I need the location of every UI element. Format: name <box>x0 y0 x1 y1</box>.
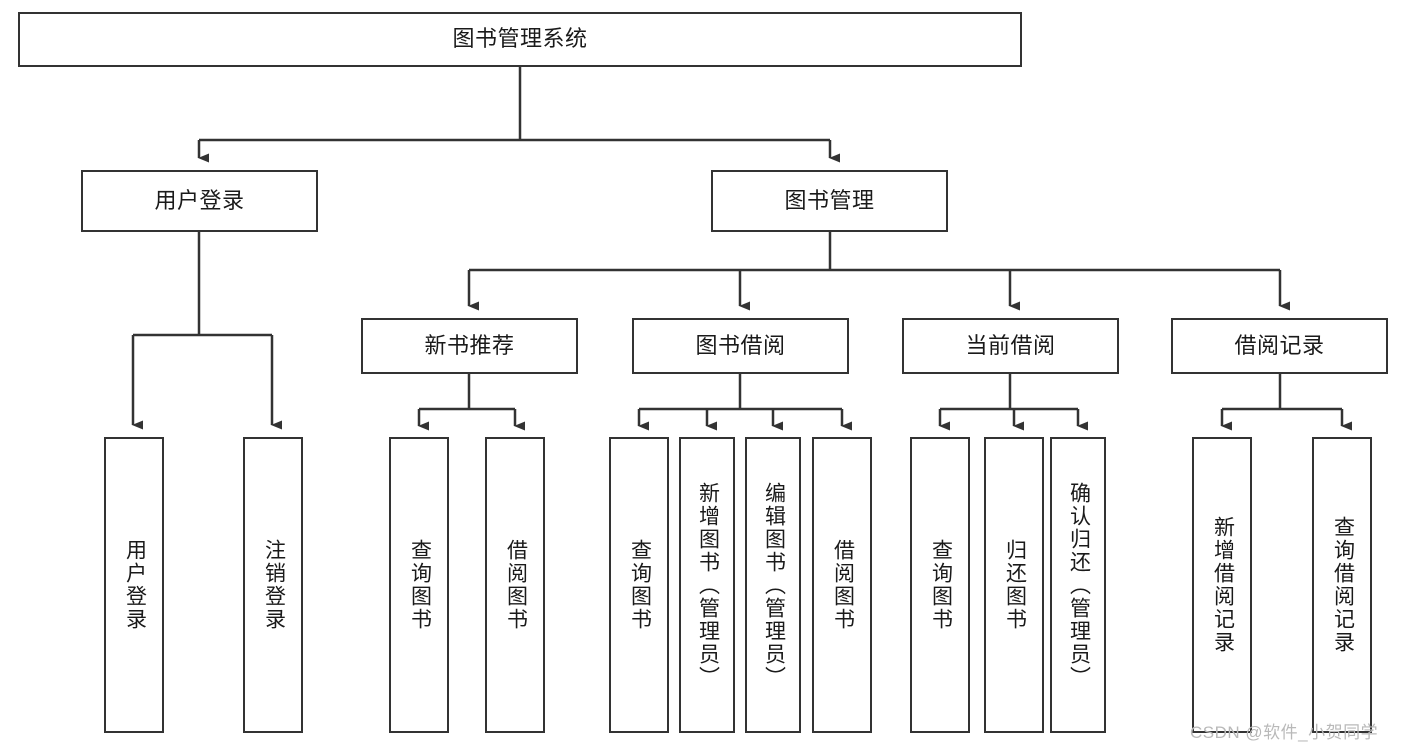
node-label: 用户登录 <box>154 187 245 213</box>
node-user-login[interactable]: 用户登录 <box>81 170 318 232</box>
node-label: 查询借阅记录 <box>1331 516 1355 654</box>
node-new-book-recommend[interactable]: 新书推荐 <box>361 318 578 374</box>
node-leaf-query-book-1[interactable]: 查询图书 <box>389 437 449 733</box>
node-label: 查询图书 <box>929 539 953 631</box>
node-label: 借阅图书 <box>504 539 528 631</box>
node-label: 借阅记录 <box>1234 332 1325 358</box>
node-leaf-query-book-2[interactable]: 查询图书 <box>609 437 669 733</box>
node-label: 用户登录 <box>123 539 147 631</box>
node-label: 编辑图书（管理员） <box>762 481 786 689</box>
node-label: 确认归还（管理员） <box>1067 481 1091 689</box>
node-label: 图书借阅 <box>695 332 786 358</box>
node-borrow-record[interactable]: 借阅记录 <box>1171 318 1388 374</box>
node-label: 归还图书 <box>1003 539 1027 631</box>
node-label: 注销登录 <box>262 539 286 631</box>
node-label: 查询图书 <box>408 539 432 631</box>
node-label: 新增图书（管理员） <box>696 481 720 689</box>
node-label: 图书管理系统 <box>452 26 588 52</box>
node-leaf-return-book[interactable]: 归还图书 <box>984 437 1044 733</box>
node-label: 借阅图书 <box>831 539 855 631</box>
node-leaf-borrow-book-1[interactable]: 借阅图书 <box>485 437 545 733</box>
node-label: 图书管理 <box>784 187 875 213</box>
node-book-borrow[interactable]: 图书借阅 <box>632 318 849 374</box>
node-leaf-user-login[interactable]: 用户登录 <box>104 437 164 733</box>
node-label: 查询图书 <box>628 539 652 631</box>
node-leaf-add-borrow-record[interactable]: 新增借阅记录 <box>1192 437 1252 733</box>
node-book-management[interactable]: 图书管理 <box>711 170 948 232</box>
node-leaf-confirm-return-admin[interactable]: 确认归还（管理员） <box>1050 437 1106 733</box>
node-current-borrow[interactable]: 当前借阅 <box>902 318 1119 374</box>
node-leaf-edit-book-admin[interactable]: 编辑图书（管理员） <box>745 437 801 733</box>
node-book-management-system[interactable]: 图书管理系统 <box>18 12 1022 67</box>
node-label: 新增借阅记录 <box>1211 516 1235 654</box>
node-label: 新书推荐 <box>424 332 515 358</box>
node-leaf-add-book-admin[interactable]: 新增图书（管理员） <box>679 437 735 733</box>
node-leaf-query-borrow-record[interactable]: 查询借阅记录 <box>1312 437 1372 733</box>
node-leaf-borrow-book-2[interactable]: 借阅图书 <box>812 437 872 733</box>
node-leaf-logout-login[interactable]: 注销登录 <box>243 437 303 733</box>
csdn-watermark: CSDN @软件_小贺同学 <box>1190 723 1379 742</box>
node-label: 当前借阅 <box>965 332 1056 358</box>
node-leaf-query-book-3[interactable]: 查询图书 <box>910 437 970 733</box>
